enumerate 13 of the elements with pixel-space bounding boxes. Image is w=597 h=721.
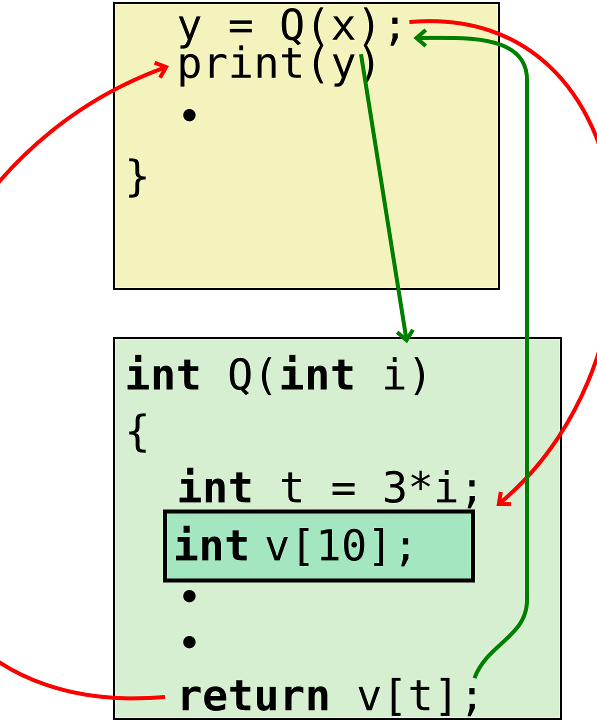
code-line: int Q(int i) [128,354,424,396]
arrow [409,20,597,506]
code-line: } [129,158,146,198]
arrow [413,28,529,680]
code-line: return v[t]; [182,678,475,716]
code-line: { [129,413,146,453]
arrow [359,54,415,344]
code-line: • [183,109,196,122]
code-line: int t = 3*i; [180,468,475,508]
code-line: • [183,590,196,602]
code-line: • [183,636,196,648]
code-panel [113,2,500,290]
arrow [0,60,169,699]
